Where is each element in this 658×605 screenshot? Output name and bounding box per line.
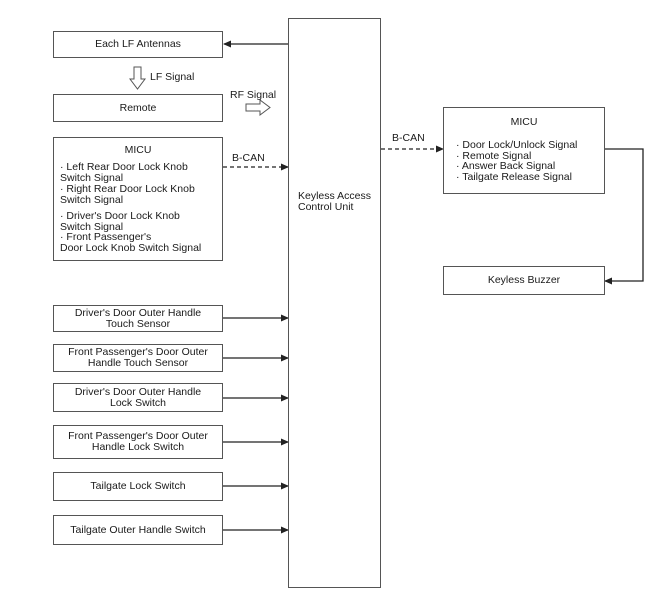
micu-left-box: MICU · Left Rear Door Lock Knob Switch S… <box>53 137 223 261</box>
input-label-line: Driver's Door Outer Handle <box>74 385 202 398</box>
micu-right-signal: · Answer Back Signal <box>456 160 556 172</box>
micu-left-signal: · Right Rear Door Lock Knob <box>60 183 195 195</box>
input-box-passenger-lock-switch: Front Passenger's Door Outer Handle Lock… <box>53 425 223 459</box>
micu-left-title: MICU <box>124 144 152 156</box>
control-unit-label: Keyless Access Control Unit <box>298 191 371 213</box>
lf-signal-arrow <box>129 66 146 90</box>
micu-right-signal: · Remote Signal <box>456 149 532 162</box>
input-box-tailgate-lock-switch: Tailgate Lock Switch <box>53 472 223 501</box>
input-label-line: Driver's Door Outer Handle <box>74 306 202 319</box>
control-unit-label-line: Keyless Access <box>298 190 371 202</box>
micu-right-title: MICU <box>510 116 538 128</box>
keyless-buzzer-label: Keyless Buzzer <box>487 274 561 286</box>
input-label-line: Tailgate Lock Switch <box>90 480 186 492</box>
remote-box: Remote <box>53 94 223 122</box>
lf-antennas-box: Each LF Antennas <box>53 31 223 58</box>
rf-signal-label: RF Signal <box>230 89 277 101</box>
micu-right-box: MICU · Door Lock/Unlock Signal · Remote … <box>443 107 605 194</box>
input-box-driver-lock-switch: Driver's Door Outer Handle Lock Switch <box>53 383 223 412</box>
micu-left-signal: · Front Passenger's <box>60 231 152 243</box>
micu-right-signal-list: · Door Lock/Unlock Signal · Remote Signa… <box>456 140 577 182</box>
micu-left-signal-list: · Left Rear Door Lock Knob Switch Signal… <box>60 162 201 253</box>
input-label-line: Handle Touch Sensor <box>87 357 189 369</box>
micu-right-signal: · Tailgate Release Signal <box>456 170 572 183</box>
micu-left-signal: Switch Signal <box>60 220 124 233</box>
bcan-left-label: B-CAN <box>232 152 265 164</box>
micu-left-signal: · Driver's Door Lock Knob <box>60 210 180 222</box>
lf-signal-label: LF Signal <box>150 71 195 83</box>
micu-right-signal: · Door Lock/Unlock Signal <box>456 139 578 151</box>
keyless-buzzer-box: Keyless Buzzer <box>443 266 605 295</box>
lf-antennas-label: Each LF Antennas <box>95 38 181 50</box>
input-label-line: Touch Sensor <box>105 317 171 330</box>
micu-left-signal: · Left Rear Door Lock Knob <box>60 161 188 173</box>
input-box-passenger-touch-sensor: Front Passenger's Door Outer Handle Touc… <box>53 344 223 372</box>
remote-label: Remote <box>119 101 157 114</box>
input-label-line: Front Passenger's Door Outer <box>68 430 208 442</box>
bcan-right-label: B-CAN <box>392 132 425 144</box>
rf-signal-arrow <box>245 99 271 116</box>
micu-left-signal: Switch Signal <box>60 193 124 206</box>
input-box-tailgate-outer-handle-switch: Tailgate Outer Handle Switch <box>53 515 223 545</box>
input-label-line: Lock Switch <box>109 396 167 409</box>
control-unit-label-line: Control Unit <box>298 201 354 213</box>
input-label-line: Tailgate Outer Handle Switch <box>70 523 206 536</box>
micu-left-signal: Door Lock Knob Switch Signal <box>60 241 202 254</box>
input-label-line: Handle Lock Switch <box>91 441 185 453</box>
input-box-driver-touch-sensor: Driver's Door Outer Handle Touch Sensor <box>53 305 223 332</box>
micu-left-signal: Switch Signal <box>60 171 124 184</box>
keyless-access-control-unit: Keyless Access Control Unit <box>288 18 381 588</box>
buzzer-arrow <box>604 148 644 285</box>
input-label-line: Front Passenger's Door Outer <box>68 346 208 358</box>
